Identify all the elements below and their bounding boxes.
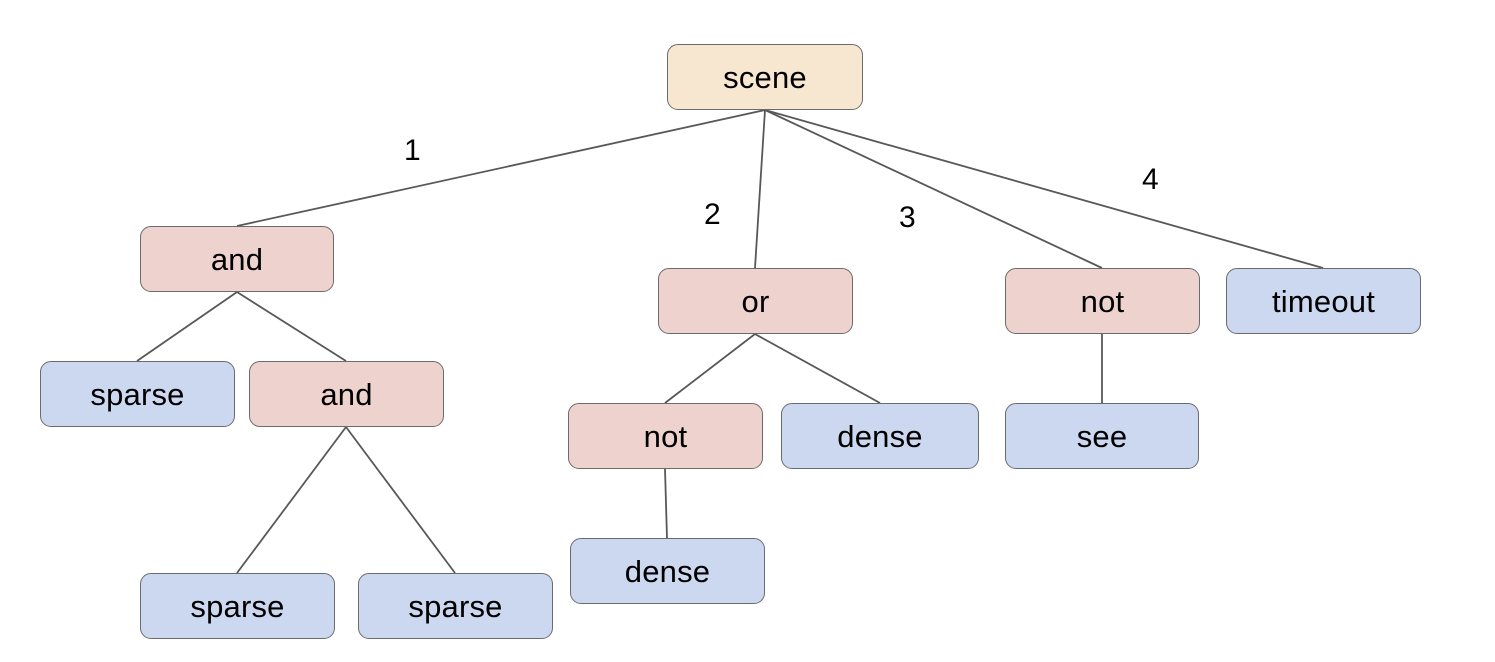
tree-node-see[interactable]: see — [1005, 403, 1199, 469]
tree-node-dense2[interactable]: dense — [570, 538, 765, 604]
tree-edge — [664, 468, 668, 539]
tree-edge — [236, 426, 347, 574]
tree-node-sparse3[interactable]: sparse — [358, 573, 553, 639]
tree-edge — [236, 109, 766, 227]
tree-node-sparse2[interactable]: sparse — [140, 573, 335, 639]
tree-node-scene[interactable]: scene — [667, 44, 863, 110]
tree-node-and1[interactable]: and — [140, 226, 334, 292]
tree-node-dense1[interactable]: dense — [781, 403, 979, 469]
tree-edge — [764, 109, 1103, 269]
tree-edge — [664, 333, 756, 404]
tree-edge — [136, 291, 238, 362]
tree-node-or1[interactable]: or — [658, 268, 853, 334]
tree-edge — [236, 291, 347, 362]
tree-edge — [754, 109, 766, 269]
edge-label-4: 4 — [1142, 163, 1159, 196]
tree-node-not_r[interactable]: not — [1005, 268, 1200, 334]
tree-node-timeout[interactable]: timeout — [1226, 268, 1421, 334]
tree-node-sparse1[interactable]: sparse — [40, 361, 235, 427]
tree-edge — [764, 109, 1324, 269]
tree-edge — [754, 333, 881, 404]
tree-edge — [345, 426, 456, 574]
tree-node-and2[interactable]: and — [249, 361, 444, 427]
edge-label-3: 3 — [899, 201, 916, 234]
edge-label-1: 1 — [404, 134, 421, 167]
tree-node-not_m[interactable]: not — [568, 403, 763, 469]
edge-label-2: 2 — [704, 198, 721, 231]
